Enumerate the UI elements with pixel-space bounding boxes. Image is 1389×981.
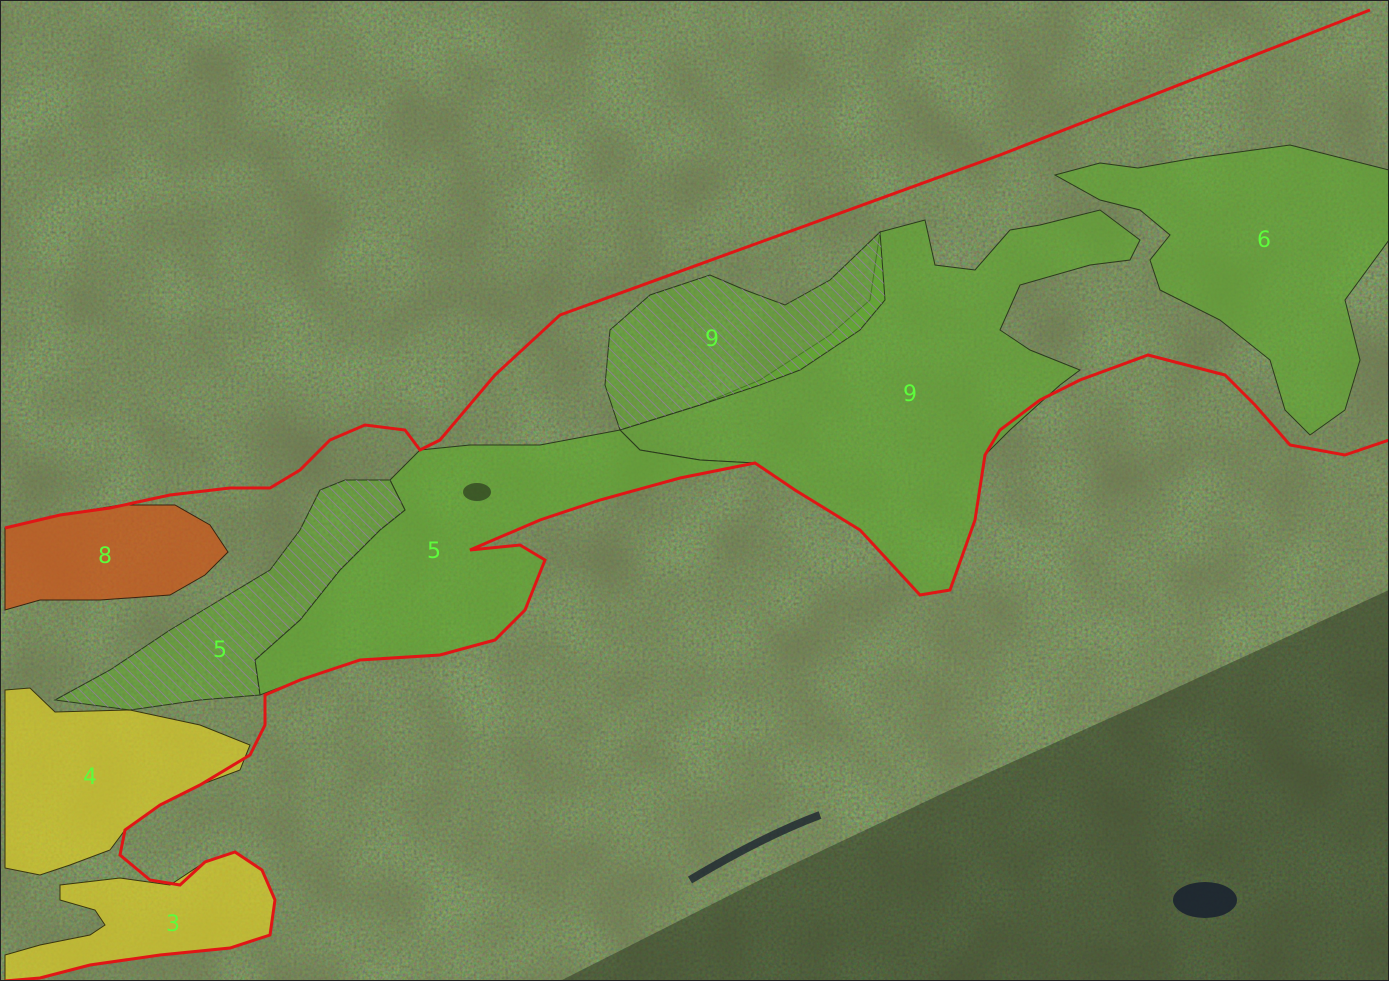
- zone-9-hatched-label: 9: [705, 327, 719, 352]
- boundary-south: [4, 353, 1389, 981]
- pond: [1173, 882, 1237, 918]
- boundary-north: [4, 8, 1371, 530]
- zone-5-hatch-overlay: [55, 480, 405, 710]
- dark-forest-ridge: [560, 590, 1389, 981]
- zone-6-area[interactable]: [1053, 144, 1389, 436]
- zone-9-hatch-overlay: [605, 232, 885, 430]
- zone-3-label: 3: [166, 912, 180, 937]
- zone-6-label: 6: [1257, 228, 1271, 253]
- zone-4-label: 4: [83, 765, 97, 790]
- zone-8-label: 8: [98, 544, 112, 569]
- zone-9-label: 9: [903, 382, 917, 407]
- stream: [687, 811, 822, 884]
- zone-5-west-label: 5: [213, 638, 227, 663]
- zone-5-center-label: 5: [427, 539, 441, 564]
- small-pool: [463, 483, 491, 501]
